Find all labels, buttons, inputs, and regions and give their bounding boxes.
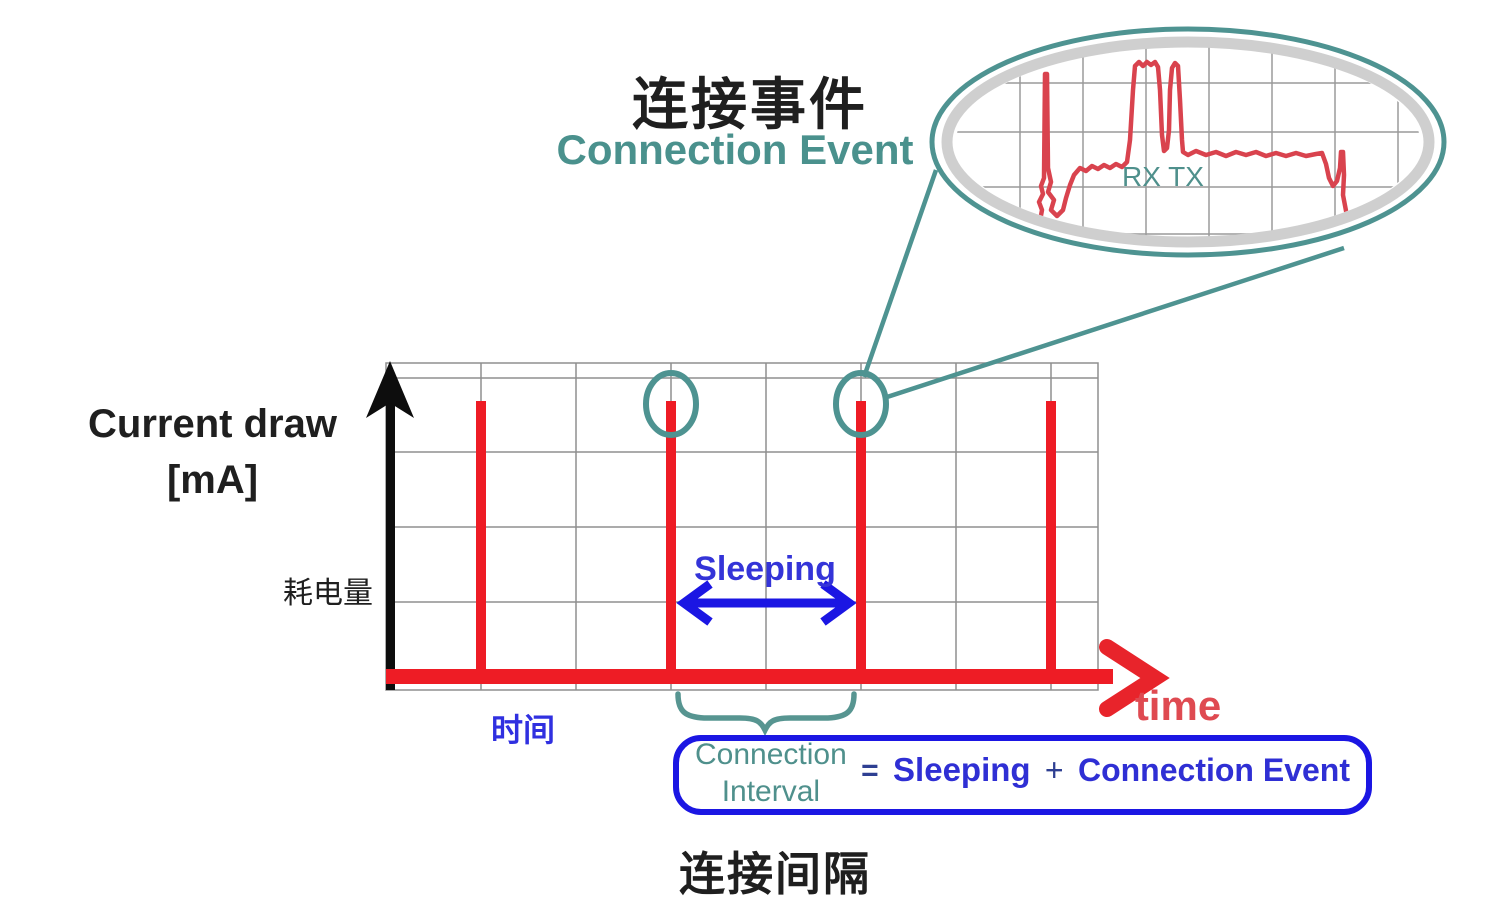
formula-equals: = [861,754,879,787]
inset-waveform [1022,59,1350,225]
magnified-inset [929,26,1447,258]
magnifier-circle [643,370,699,438]
callout-line [861,169,939,378]
inset-rx-tx-label: RX TX [1122,161,1204,192]
magnifier-circles [643,370,889,438]
callout-line [883,245,1345,401]
y-axis-label-line1: Current draw [88,402,337,446]
formula-lhs: Connection Interval [695,737,847,810]
current-spike [476,401,486,681]
formula-term-sleeping: Sleeping [893,751,1031,788]
y-axis-label-zh: 耗电量 [283,577,373,610]
formula-plus: + [1044,751,1064,788]
x-axis-arrow [386,639,1170,717]
inset-grid [956,47,1420,237]
sleeping-label: Sleeping [694,550,836,588]
x-axis-label-time: time [1134,682,1222,729]
formula-term-connection-event: Connection Event [1077,751,1350,788]
y-axis-arrow [366,361,414,690]
inset-ring [941,36,1435,248]
callout-lines [861,169,1345,401]
x-axis-label-zh: 时间 [490,712,555,748]
y-axis-label-line2: [mA] [166,458,259,502]
current-spike [1046,401,1056,681]
magnifier-circle [833,370,889,438]
title-en: Connection Event [556,126,914,173]
footer-title-zh: 连接间隔 [679,848,871,900]
sleeping-arrow [676,580,857,626]
y-axis-label: Current draw [mA] [60,396,365,508]
interval-brace [675,691,857,737]
main-grid [385,362,1099,691]
title-zh: 连接事件 [632,73,868,136]
connection-interval-formula-box: Connection Interval = Sleeping + Connect… [673,735,1372,815]
current-spikes [476,401,1056,681]
formula-lhs-line2: Interval [721,775,821,808]
current-spike [856,401,866,681]
current-spike [666,401,676,681]
formula-lhs-line1: Connection [695,738,847,772]
